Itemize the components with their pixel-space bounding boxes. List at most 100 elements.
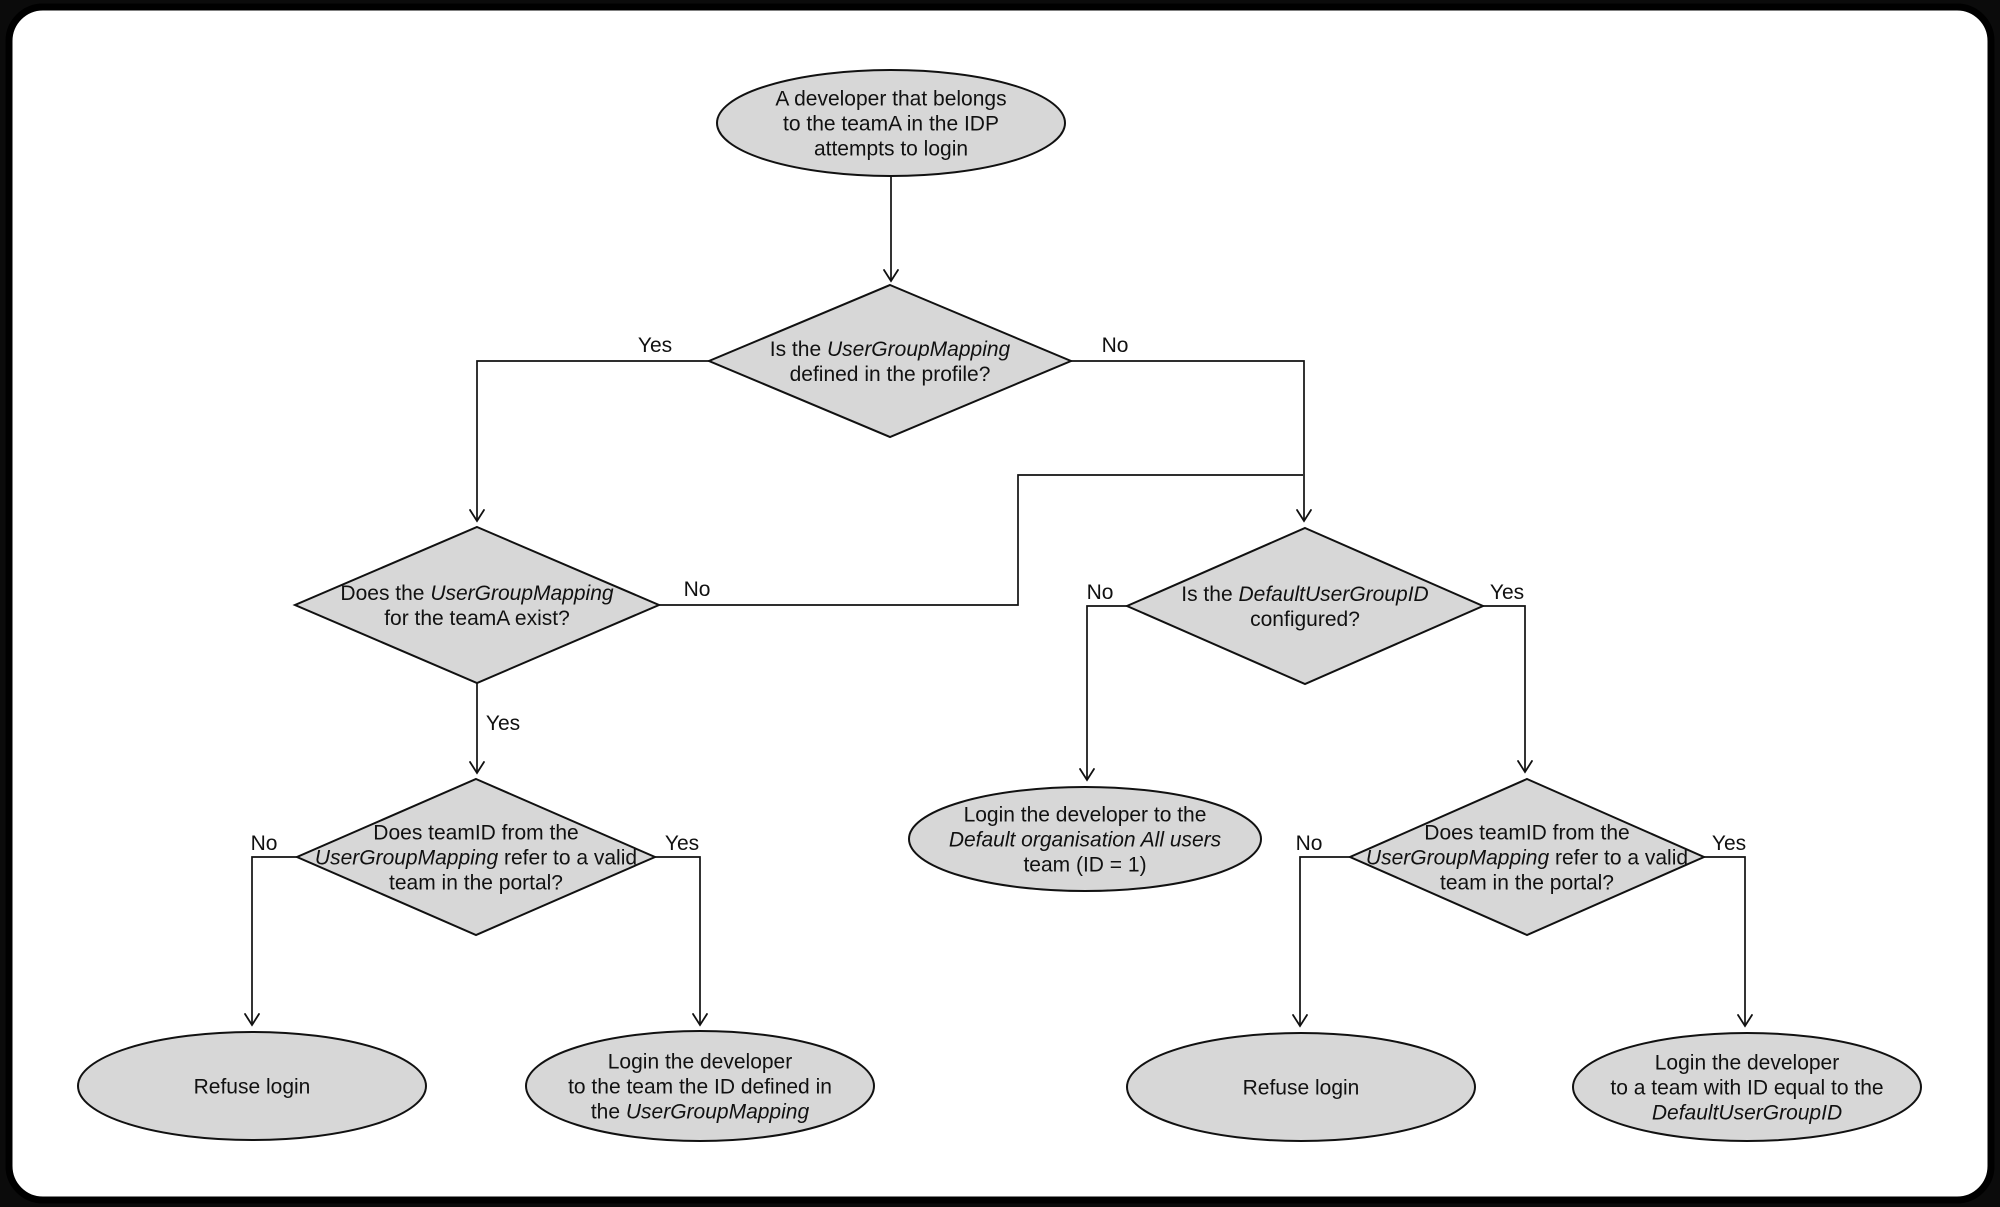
edge-q1-no-line [1070,360,1312,523]
node-q-teamid-valid-left-text-line: UserGroupMapping refer to a valid [315,846,637,869]
node-q-teamid-valid-left-shape [294,777,658,937]
node-q-teamid-valid-left-text-segment: refer to a valid [498,846,637,869]
node-login-defaultusergroupid-shape [1572,1032,1922,1142]
edge-q1-no-label: No [1102,334,1129,357]
node-q-usergroupmapping-defined-shape [706,283,1074,439]
edge-q1-yes-label: Yes [638,334,672,357]
edge-q4-no-label: No [1087,581,1114,604]
node-login-team-id-mapping-text-segment: to the team the ID defined in [568,1075,832,1098]
node-login-team-id-mapping-text-segment: UserGroupMapping [626,1100,810,1123]
node-q-teamid-valid-right-shape [1347,777,1707,937]
node-login-defaultusergroupid-text-segment: DefaultUserGroupID [1652,1101,1842,1124]
node-login-default-org-text-segment: Login the developer to the [964,803,1207,826]
node-login-default-org-shape [908,786,1262,892]
node-q-teamid-valid-right-text-segment: team in the portal? [1440,871,1614,894]
node-q-teamid-valid-left-text-segment: team in the portal? [389,871,563,894]
node-start-developer-login-text-segment: A developer that belongs [775,87,1006,110]
node-login-default-org-text-line: Login the developer to the [964,803,1207,826]
node-login-defaultusergroupid-text-segment: to a team with ID equal to the [1610,1076,1883,1099]
edge-q2-no-merge-label: No [684,578,711,601]
edge-q5-yes-label: Yes [1712,832,1746,855]
node-refuse-login-right-text-line: Refuse login [1243,1076,1360,1099]
edge-q3-no-label: No [251,832,278,855]
node-start-developer-login-shape [716,69,1066,177]
edge-q1-yes: Yes [469,334,710,523]
node-login-team-id-mapping-shape [525,1030,875,1142]
node-q-usergroupmapping-defined-text-line: Is the UserGroupMapping [770,338,1011,361]
edge-q5-yes-line [1704,856,1753,1028]
edge-q1-no: No [1070,334,1312,523]
edge-q4-yes-line [1483,605,1533,774]
node-login-defaultusergroupid-text-line: Login the developer [1655,1051,1839,1074]
node-login-default-org-text-line: Default organisation All users [949,828,1222,851]
node-start-developer-login-text-line: A developer that belongs [775,87,1006,110]
node-login-team-id-mapping-text-line: the UserGroupMapping [591,1100,810,1123]
edge-q3-no-line [244,856,297,1027]
node-q-defaultusergroupid-configured-text-segment: configured? [1250,608,1360,631]
edge-q4-no-line [1079,605,1127,782]
node-q-teamid-valid-right-text-line: team in the portal? [1440,871,1614,894]
node-q-defaultusergroupid-configured-text-line: configured? [1250,608,1360,631]
node-q-teamid-valid-right-text-segment: UserGroupMapping [1366,846,1550,869]
node-q-usergroupmapping-exists-shape [292,525,662,685]
node-q-teamid-valid-left-text-segment: UserGroupMapping [315,846,499,869]
node-login-team-id-mapping-text-line: Login the developer [608,1050,792,1073]
node-q-teamid-valid-left-text-line: Does teamID from the [373,821,578,844]
edge-q3-yes-line [655,856,708,1027]
node-refuse-login-right-shape [1126,1032,1476,1142]
node-q-usergroupmapping-exists-text-segment: for the teamA exist? [384,607,570,630]
node-refuse-login-right: Refuse login [1126,1032,1476,1142]
node-login-team-id-mapping-text-segment: Login the developer [608,1050,792,1073]
node-q-usergroupmapping-exists-text-segment: UserGroupMapping [430,582,614,605]
node-q-usergroupmapping-exists-text-line: Does the UserGroupMapping [340,582,613,605]
node-login-team-id-mapping-text-line: to the team the ID defined in [568,1075,832,1098]
edge-q2-yes-label: Yes [486,712,520,735]
node-q-teamid-valid-right-text-segment: Does teamID from the [1424,821,1629,844]
node-q-usergroupmapping-defined-text-segment: UserGroupMapping [827,338,1011,361]
node-q-usergroupmapping-defined-text-segment: Is the [770,338,827,361]
edge-q2-yes: Yes [469,683,520,775]
node-q-teamid-valid-right-text-line: UserGroupMapping refer to a valid [1366,846,1688,869]
edge-q2-no-merge: No [659,474,1303,606]
node-login-team-id-mapping-text-segment: the [591,1100,626,1123]
node-refuse-login-left-text-line: Refuse login [194,1075,311,1098]
edge-q4-yes-label: Yes [1490,581,1524,604]
edge-q4-no: No [1079,581,1127,782]
edge-q5-yes: Yes [1704,832,1753,1028]
node-q-usergroupmapping-exists-text-line: for the teamA exist? [384,607,570,630]
edge-q4-yes: Yes [1483,581,1533,774]
node-login-defaultusergroupid-text-line: to a team with ID equal to the [1610,1076,1883,1099]
node-q-teamid-valid-right-text-line: Does teamID from the [1424,821,1629,844]
node-login-defaultusergroupid-text-segment: Login the developer [1655,1051,1839,1074]
node-start-developer-login-text-segment: attempts to login [814,137,968,160]
node-q-usergroupmapping-exists-text-segment: Does the [340,582,430,605]
node-refuse-login-left-text-segment: Refuse login [194,1075,311,1098]
node-login-default-org-text-segment: team (ID = 1) [1023,853,1146,876]
edge-q5-no: No [1292,832,1350,1028]
node-q-defaultusergroupid-configured-text-segment: Is the [1181,583,1238,606]
edge-q1-yes-line [469,360,710,523]
edge-q5-no-label: No [1296,832,1323,855]
node-q-teamid-valid-right-text-segment: refer to a valid [1549,846,1688,869]
node-q-teamid-valid-left-text-line: team in the portal? [389,871,563,894]
node-start-developer-login-text-line: to the teamA in the IDP [783,112,999,135]
edge-q3-yes: Yes [655,832,708,1027]
node-refuse-login-right-text-segment: Refuse login [1243,1076,1360,1099]
node-start-developer-login-text-line: attempts to login [814,137,968,160]
edge-q5-no-line [1292,856,1350,1028]
node-refuse-login-left: Refuse login [77,1031,427,1141]
node-login-default-org-text-segment: Default organisation All users [949,828,1222,851]
